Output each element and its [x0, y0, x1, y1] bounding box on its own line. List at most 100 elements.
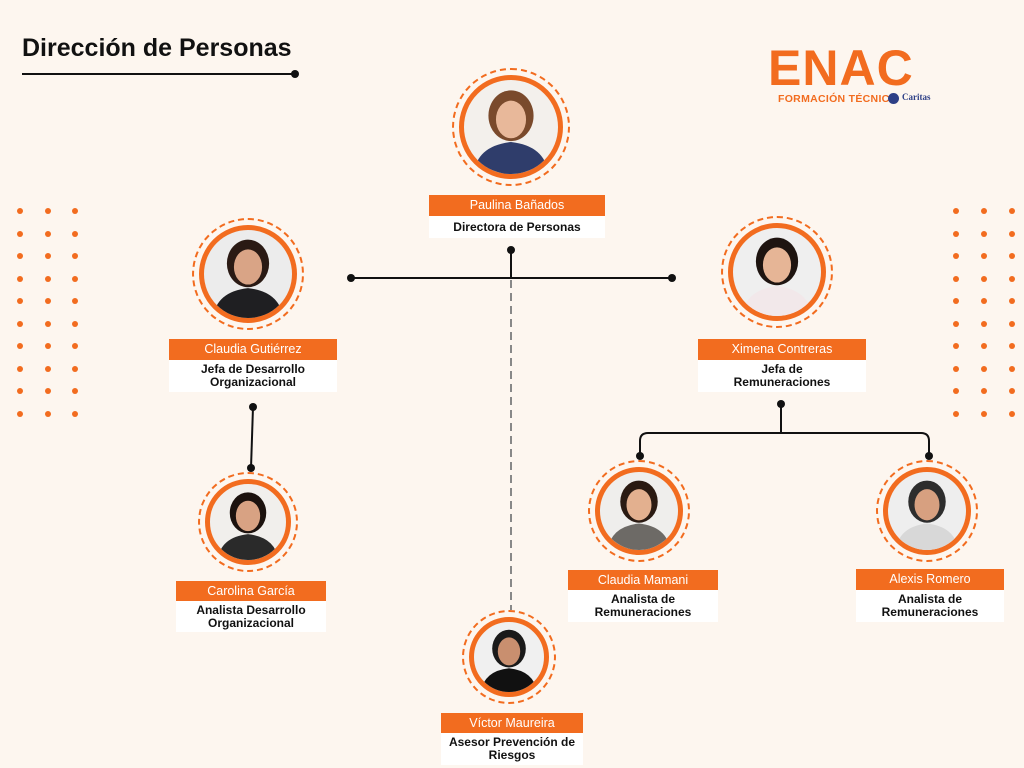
connector-pay-fork: [639, 432, 930, 455]
dev-head-role-line1: Jefa de Desarrollo: [200, 362, 306, 376]
decorative-dot: [17, 365, 23, 372]
decorative-dot: [17, 275, 23, 282]
portrait-frame: [469, 617, 549, 697]
decorative-dot: [981, 320, 987, 327]
pay-analyst-2-name: Alexis Romero: [856, 569, 1004, 590]
decorative-dot: [17, 253, 23, 259]
dev-analyst-role-line2: Organizacional: [207, 616, 295, 630]
dev-analyst-role: Analista Desarrollo Organizacional: [176, 601, 326, 632]
decorative-dot: [17, 320, 23, 327]
decorative-dot: [981, 298, 987, 304]
pay-analyst-1-role-line1: Analista de: [610, 592, 676, 606]
dev-analyst-name: Carolina García: [176, 581, 326, 602]
risk-advisor-photo: [462, 610, 556, 704]
connector-node: [249, 403, 257, 411]
photo-dashed-ring: [876, 460, 978, 562]
pay-analyst-1-role-line2: Remuneraciones: [594, 605, 692, 619]
dev-analyst-photo: [198, 472, 298, 572]
decorative-dot: [44, 343, 51, 349]
decorative-dot: [44, 320, 51, 327]
decorative-dot: [953, 410, 959, 417]
title-underline: [22, 73, 294, 75]
photo-dashed-ring: [462, 610, 556, 704]
connector-dev-branch: [250, 406, 254, 469]
pay-analyst-1-name: Claudia Mamani: [568, 570, 718, 591]
portrait-frame: [883, 467, 971, 555]
decorative-dot: [44, 365, 51, 372]
title-underline-dot: [291, 70, 299, 78]
dev-head-role-line2: Organizacional: [209, 375, 297, 389]
director-role: Directora de Personas: [429, 216, 605, 238]
decorative-dot: [953, 343, 959, 349]
decorative-dot: [981, 208, 987, 214]
decorative-dot: [953, 208, 959, 214]
pay-analyst-2-photo: [876, 460, 978, 562]
portrait-image: [481, 629, 537, 692]
pay-head-role: Jefa de Remuneraciones: [698, 360, 866, 392]
decorative-dot: [981, 253, 987, 259]
portrait-frame: [459, 75, 563, 179]
portrait-frame: [205, 479, 291, 565]
decorative-dot: [1009, 208, 1015, 214]
portrait-image: [212, 239, 284, 318]
risk-advisor-name: Víctor Maureira: [441, 713, 583, 734]
portrait-frame: [595, 467, 683, 555]
portrait-image: [607, 480, 671, 550]
decorative-dot: [72, 253, 78, 259]
decorative-dot: [1009, 365, 1015, 372]
decorative-dot: [44, 275, 51, 282]
director-photo: [452, 68, 570, 186]
portrait-image: [217, 492, 279, 560]
decorative-dot: [953, 253, 959, 259]
decorative-dot: [72, 365, 78, 372]
photo-dashed-ring: [198, 472, 298, 572]
decorative-dot: [72, 320, 78, 327]
decorative-dot: [1009, 275, 1015, 282]
dev-head-name: Claudia Gutiérrez: [169, 339, 337, 360]
decorative-dot: [1009, 410, 1015, 417]
connector-node: [925, 452, 933, 460]
photo-dashed-ring: [721, 216, 833, 328]
pay-analyst-2-role-line2: Remuneraciones: [881, 605, 979, 619]
decorative-dot: [44, 410, 51, 417]
decorative-dot: [72, 230, 78, 237]
portrait-frame: [199, 225, 297, 323]
portrait-image: [741, 237, 813, 316]
decorative-dot: [981, 365, 987, 372]
logo-wordmark: ENAC: [768, 40, 914, 96]
decorative-dot: [981, 275, 987, 282]
decorative-dot: [44, 230, 51, 237]
pay-head-name: Ximena Contreras: [698, 339, 866, 360]
risk-advisor-role-line2: Riesgos: [488, 748, 536, 762]
decorative-dot: [953, 365, 959, 372]
portrait-frame: [728, 223, 826, 321]
portrait-image: [473, 90, 549, 174]
decorative-dot: [72, 208, 78, 214]
decorative-dot: [72, 388, 78, 394]
decorative-dot: [1009, 253, 1015, 259]
risk-advisor-role: Asesor Prevención de Riesgos: [441, 733, 583, 765]
pay-head-role-line1: Jefa de: [761, 362, 803, 376]
director-name: Paulina Bañados: [429, 195, 605, 216]
caritas-icon: [888, 93, 899, 104]
portrait-image: [895, 480, 959, 550]
pay-analyst-2-role-line1: Analista de: [897, 592, 963, 606]
decorative-dot: [1009, 298, 1015, 304]
enac-logo: ENAC FORMACIÓN TÉCNICA Caritas: [768, 40, 944, 108]
pay-head-photo: [721, 216, 833, 328]
decorative-dot: [953, 298, 959, 304]
decorative-dot: [981, 388, 987, 394]
decorative-dot: [1009, 230, 1015, 237]
connector-node: [347, 274, 355, 282]
decorative-dot: [953, 275, 959, 282]
decorative-dot: [1009, 388, 1015, 394]
pay-head-role-line2: Remuneraciones: [733, 375, 831, 389]
decorative-dot: [17, 343, 23, 349]
decorative-dot: [17, 388, 23, 394]
decorative-dot: [44, 253, 51, 259]
dev-analyst-role-line1: Analista Desarrollo: [196, 603, 306, 617]
decorative-dot: [72, 298, 78, 304]
connector-node: [636, 452, 644, 460]
pay-analyst-1-photo: [588, 460, 690, 562]
pay-analyst-1-role: Analista de Remuneraciones: [568, 590, 718, 622]
